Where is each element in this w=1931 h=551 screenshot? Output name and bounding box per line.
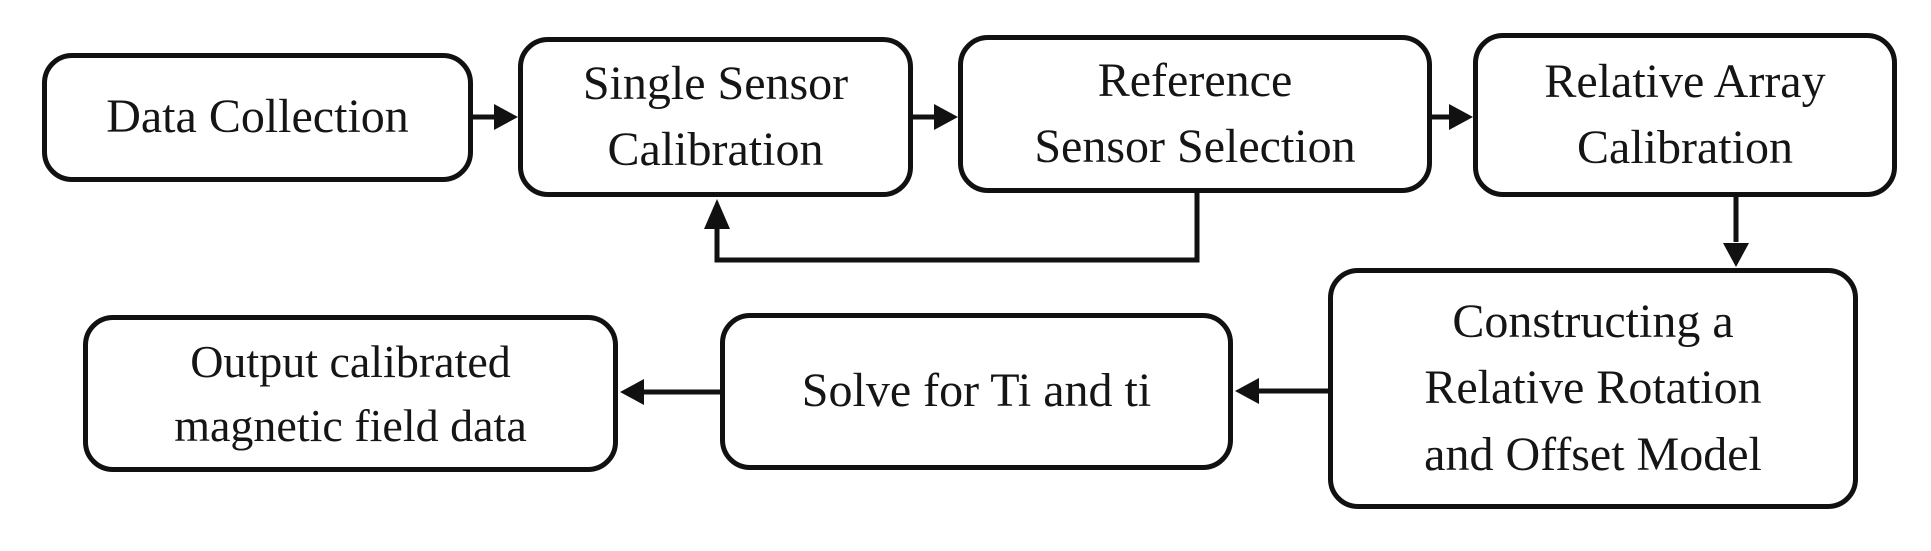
flow-box-label: Reference [1097, 53, 1293, 107]
flow-box-label: Calibration [1577, 121, 1793, 174]
flow-box-label: Data Collection [106, 90, 409, 144]
arrow-reference-to-relative-array [1430, 104, 1473, 130]
arrow-solve-to-output [620, 379, 722, 405]
flow-box-label: Calibration [607, 123, 824, 176]
flow-box-label: Relative Array [1544, 54, 1826, 108]
arrow-data-collection-to-single-sensor [471, 104, 518, 130]
flow-box-label: Sensor Selection [1034, 120, 1356, 173]
flow-box-output-data: Output calibrated magnetic field data [83, 315, 618, 472]
flow-box-relative-array-calibration: Relative Array Calibration [1473, 33, 1897, 197]
flow-box-label: Relative Rotation [1424, 361, 1762, 415]
flow-box-reference-sensor-selection: Reference Sensor Selection [958, 35, 1432, 193]
flow-box-solve-ti: Solve for Ti and ti [720, 313, 1233, 470]
flow-box-label: Constructing a [1452, 295, 1734, 349]
arrow-feedback-loop [704, 191, 1200, 263]
arrow-relative-array-to-model [1723, 195, 1749, 267]
arrow-model-to-solve [1235, 378, 1330, 404]
flow-box-label: Solve for Ti and ti [801, 364, 1152, 418]
flow-box-rotation-offset-model: Constructing a Relative Rotation and Off… [1328, 268, 1858, 509]
flow-box-single-sensor-calibration: Single Sensor Calibration [518, 37, 913, 197]
flow-box-data-collection: Data Collection [42, 53, 473, 182]
flow-box-label: Single Sensor [582, 56, 849, 110]
flow-box-label: and Offset Model [1424, 427, 1762, 481]
arrow-single-sensor-to-reference [911, 104, 958, 130]
flow-box-label: Output calibrated [190, 336, 511, 388]
flow-box-label: magnetic field data [174, 399, 527, 451]
